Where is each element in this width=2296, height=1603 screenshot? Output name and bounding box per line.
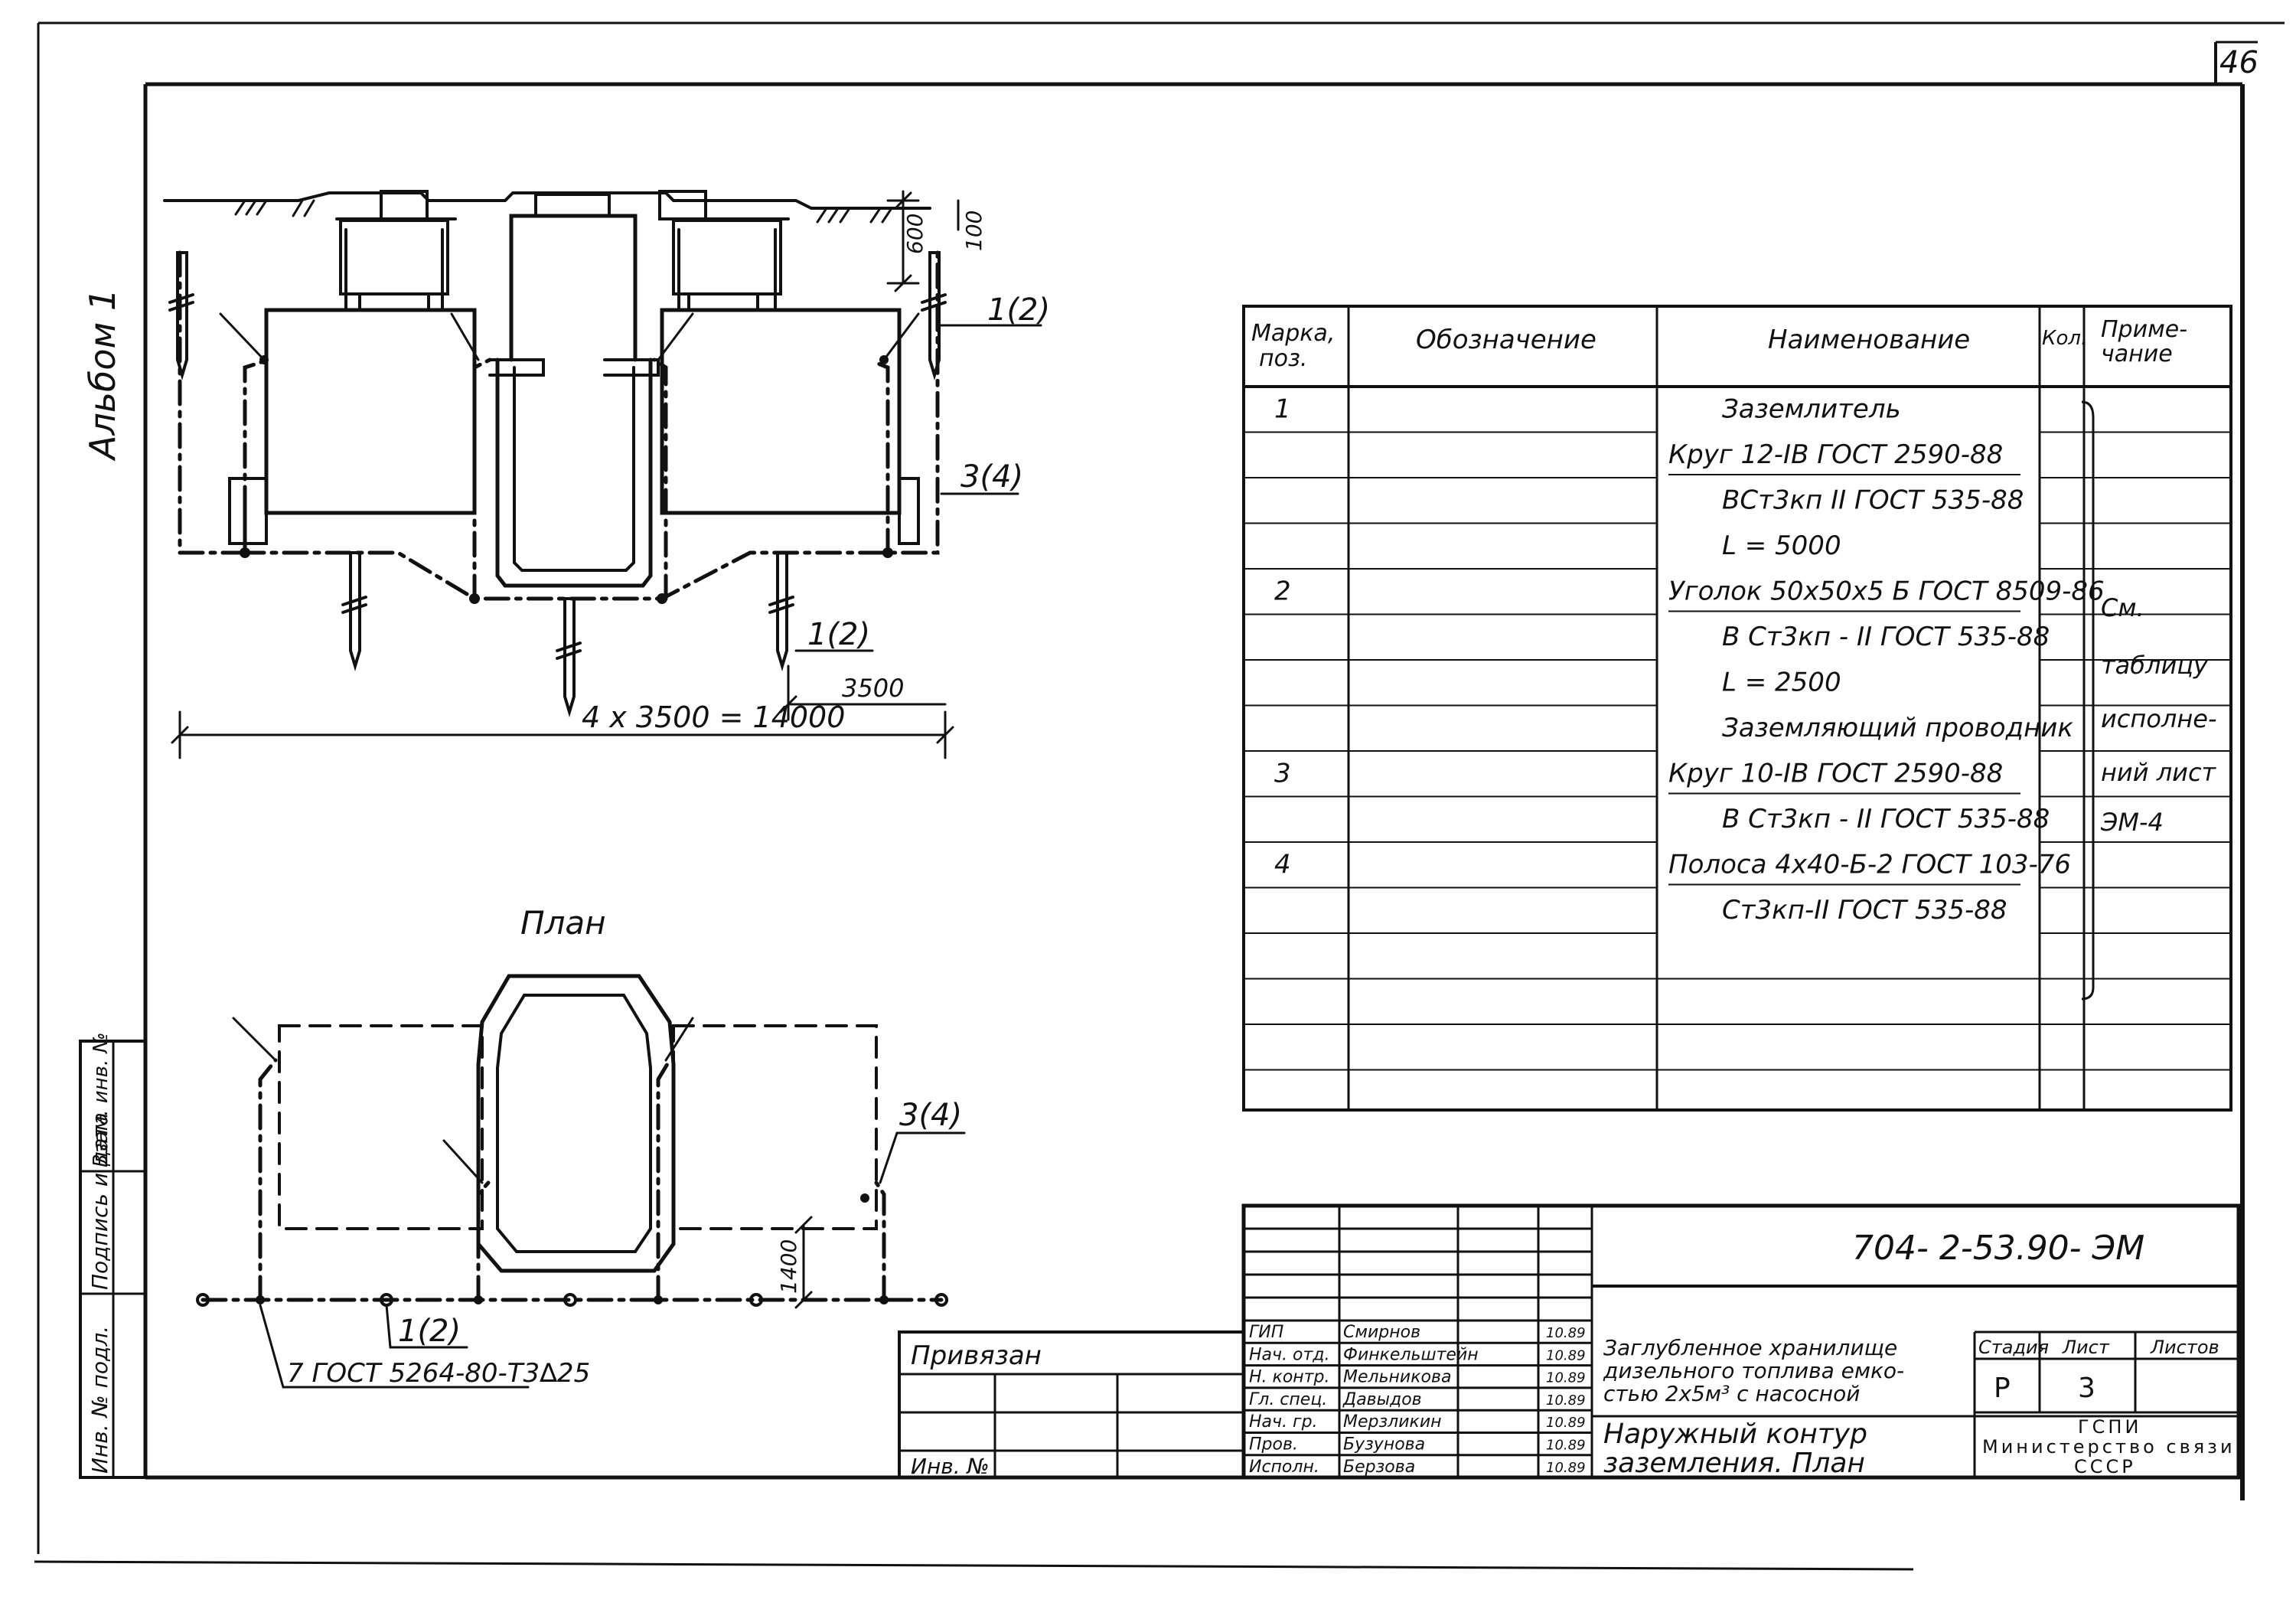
spec-row-name: Заземлитель — [1722, 393, 1901, 424]
section-drawing — [163, 190, 1042, 759]
spec-note-line: См. — [2101, 593, 2144, 622]
spec-row-name: В Ст3кп - II ГОСТ 535-88 — [1722, 804, 2050, 834]
attached-label: Привязан — [911, 1340, 1042, 1371]
section-callout-conductor: 3(4) — [960, 459, 1023, 495]
signature-role: Исполн. — [1249, 1458, 1319, 1477]
spec-row-name: Круг 12-IВ ГОСТ 2590-88 — [1668, 439, 2003, 470]
signature-name: Финкельштейн — [1343, 1345, 1479, 1364]
spec-row-mark: 2 — [1274, 576, 1291, 606]
plan-weld-note: 7 ГОСТ 5264-80-Т3∆25 — [287, 1358, 590, 1389]
signature-name: Мельникова — [1343, 1368, 1451, 1387]
section-dim-100: 100 — [961, 211, 987, 251]
spec-note-line: ний лист — [2101, 758, 2217, 787]
spec-row-mark: 4 — [1274, 849, 1291, 880]
document-code: 704- 2-53.90- ЭМ — [1852, 1229, 2144, 1268]
spec-row-mark: 1 — [1274, 393, 1291, 424]
spec-header-mark-2: поз. — [1259, 345, 1307, 372]
album-label: Альбом 1 — [82, 289, 123, 462]
signature-name: Давыдов — [1342, 1390, 1422, 1409]
signature-date: 10.89 — [1546, 1415, 1586, 1431]
sheet-title-line: заземления. План — [1603, 1448, 1865, 1479]
project-title-line: стью 2х5м³ с насосной — [1603, 1381, 1860, 1406]
organization-line: ГСПИ — [2078, 1416, 2141, 1438]
signature-date: 10.89 — [1546, 1347, 1586, 1363]
plan-drawing — [196, 974, 966, 1389]
section-callout-rod-bottom: 1(2) — [807, 617, 870, 652]
signature-role: ГИП — [1249, 1323, 1283, 1342]
signature-name: Мерзликин — [1343, 1412, 1442, 1432]
spec-row-name: Полоса 4х40-Б-2 ГОСТ 103-76 — [1668, 849, 2071, 880]
spec-row-mark: 3 — [1274, 758, 1291, 788]
sheets-label: Листов — [2150, 1337, 2219, 1358]
spec-row-name: Ст3кп-II ГОСТ 535-88 — [1722, 895, 2007, 926]
stage-value: Р — [1994, 1373, 2011, 1404]
left-stamp — [79, 1040, 147, 1479]
spec-table — [1242, 305, 2232, 1112]
signature-role: Н. контр. — [1249, 1368, 1329, 1387]
project-title-line: Заглубленное хранилище — [1603, 1335, 1897, 1360]
signature-date: 10.89 — [1546, 1392, 1586, 1409]
spec-header-mark-1: Марка, — [1251, 320, 1335, 347]
spec-note-line: исполне- — [2101, 704, 2217, 733]
signature-date: 10.89 — [1546, 1370, 1586, 1386]
spec-header-qty: Кол. — [2042, 327, 2087, 350]
attached-inv-label: Инв. № — [911, 1454, 990, 1479]
stamp-signature-date: Подпись и дата — [87, 1112, 113, 1290]
signature-role: Нач. гр. — [1249, 1412, 1318, 1432]
section-dim-3500: 3500 — [842, 674, 904, 703]
signature-date: 10.89 — [1546, 1325, 1586, 1341]
spec-row-name: Круг 10-IВ ГОСТ 2590-88 — [1668, 758, 2003, 788]
stage-label: Стадия — [1978, 1337, 2049, 1358]
organization-line: СССР — [2074, 1456, 2136, 1477]
sheet-value: 3 — [2078, 1373, 2095, 1404]
spec-header-note-1: Приме- — [2101, 316, 2187, 343]
page-number: 46 — [2219, 45, 2258, 80]
signature-name: Смирнов — [1343, 1323, 1420, 1342]
spec-row-name: L = 2500 — [1722, 667, 1841, 697]
title-block — [1241, 1203, 2241, 1480]
section-callout-rod: 1(2) — [987, 292, 1050, 328]
spec-row-name: L = 5000 — [1722, 531, 1841, 561]
signature-name: Берзова — [1343, 1458, 1415, 1477]
plan-title: План — [520, 904, 606, 942]
signature-date: 10.89 — [1546, 1438, 1586, 1454]
spec-note-line: ЭМ-4 — [2100, 808, 2164, 837]
section-dim-total: 4 х 3500 = 14000 — [582, 700, 845, 734]
spec-row-name: ВСт3кп II ГОСТ 535-88 — [1722, 485, 2024, 515]
sheet-label: Лист — [2062, 1337, 2110, 1358]
section-dim-600: 600 — [902, 214, 928, 254]
spec-header-designation: Обозначение — [1416, 325, 1596, 355]
attached-block — [898, 1330, 1245, 1479]
project-title-line: дизельного топлива емко- — [1603, 1358, 1904, 1383]
spec-header-name: Наименование — [1768, 325, 1970, 355]
spec-row-name: Заземляющий проводник — [1722, 713, 2073, 743]
sheet-frame — [34, 21, 2285, 1571]
plan-callout-conductor: 3(4) — [899, 1098, 962, 1133]
signature-role: Пров. — [1249, 1435, 1298, 1454]
sheet-title-line: Наружный контур — [1603, 1419, 1867, 1450]
stamp-inv-no: Инв. № подл. — [87, 1326, 113, 1474]
organization-line: Министерство связи — [1982, 1436, 2236, 1458]
spec-row-name: В Ст3кп - II ГОСТ 535-88 — [1722, 622, 2050, 652]
spec-header-note-2: чание — [2101, 341, 2173, 367]
plan-dim-1400: 1400 — [776, 1239, 801, 1294]
signature-role: Нач. отд. — [1249, 1345, 1330, 1364]
signature-date: 10.89 — [1546, 1460, 1586, 1476]
spec-row-name: Уголок 50х50х5 Б ГОСТ 8509-86 — [1668, 576, 2105, 606]
stamp-replace-inv: Взам. инв. № — [90, 1032, 113, 1167]
signature-name: Бузунова — [1343, 1435, 1425, 1454]
plan-callout-rod: 1(2) — [398, 1314, 461, 1349]
signature-role: Гл. спец. — [1249, 1390, 1327, 1409]
spec-note-line: таблицу — [2101, 651, 2209, 680]
